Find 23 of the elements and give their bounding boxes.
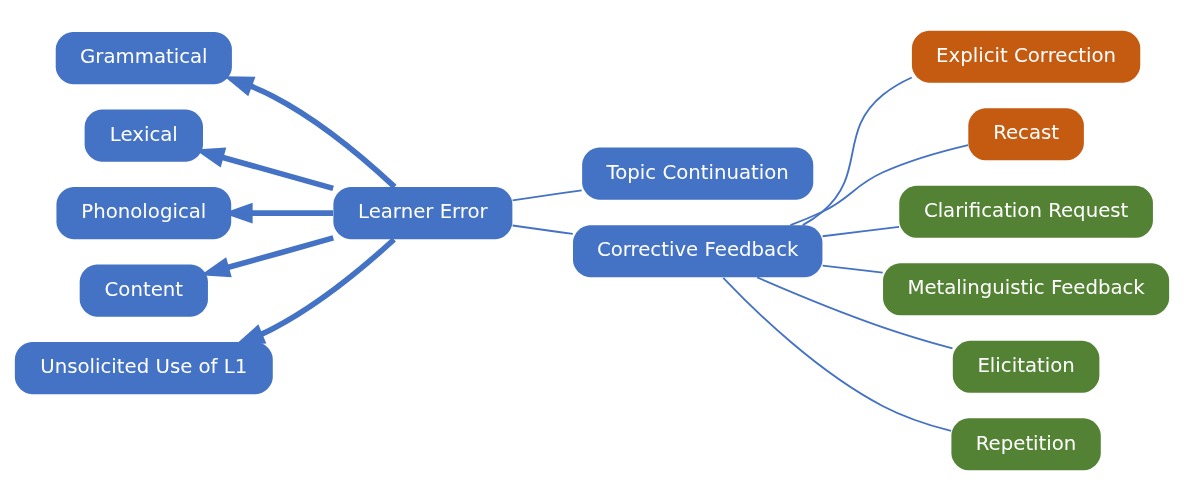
connector (821, 225, 900, 237)
node-box: Clarification Request (899, 185, 1153, 238)
node-box: Topic Continuation (582, 147, 814, 200)
node-box: Explicit Correction (911, 30, 1141, 83)
connector (722, 276, 952, 432)
node-box: Repetition (951, 417, 1101, 470)
arrow (224, 75, 397, 189)
connector (511, 224, 574, 235)
node-box: Content (79, 264, 208, 317)
node-box: Lexical (84, 109, 203, 162)
node-box: Elicitation (952, 340, 1100, 393)
node-box: Phonological (56, 186, 232, 239)
connector (821, 264, 884, 274)
node-box: Corrective Feedback (572, 224, 823, 277)
node-box: Recast (968, 107, 1084, 160)
connector (511, 188, 583, 201)
node-box: Unsolicited Use of L1 (14, 341, 273, 394)
node-box: Learner Error (333, 186, 513, 239)
connector (789, 143, 970, 226)
node-box: Metalinguistic Feedback (883, 262, 1170, 315)
connector (801, 76, 913, 226)
node-box: Grammatical (55, 31, 232, 84)
connector (756, 275, 954, 349)
